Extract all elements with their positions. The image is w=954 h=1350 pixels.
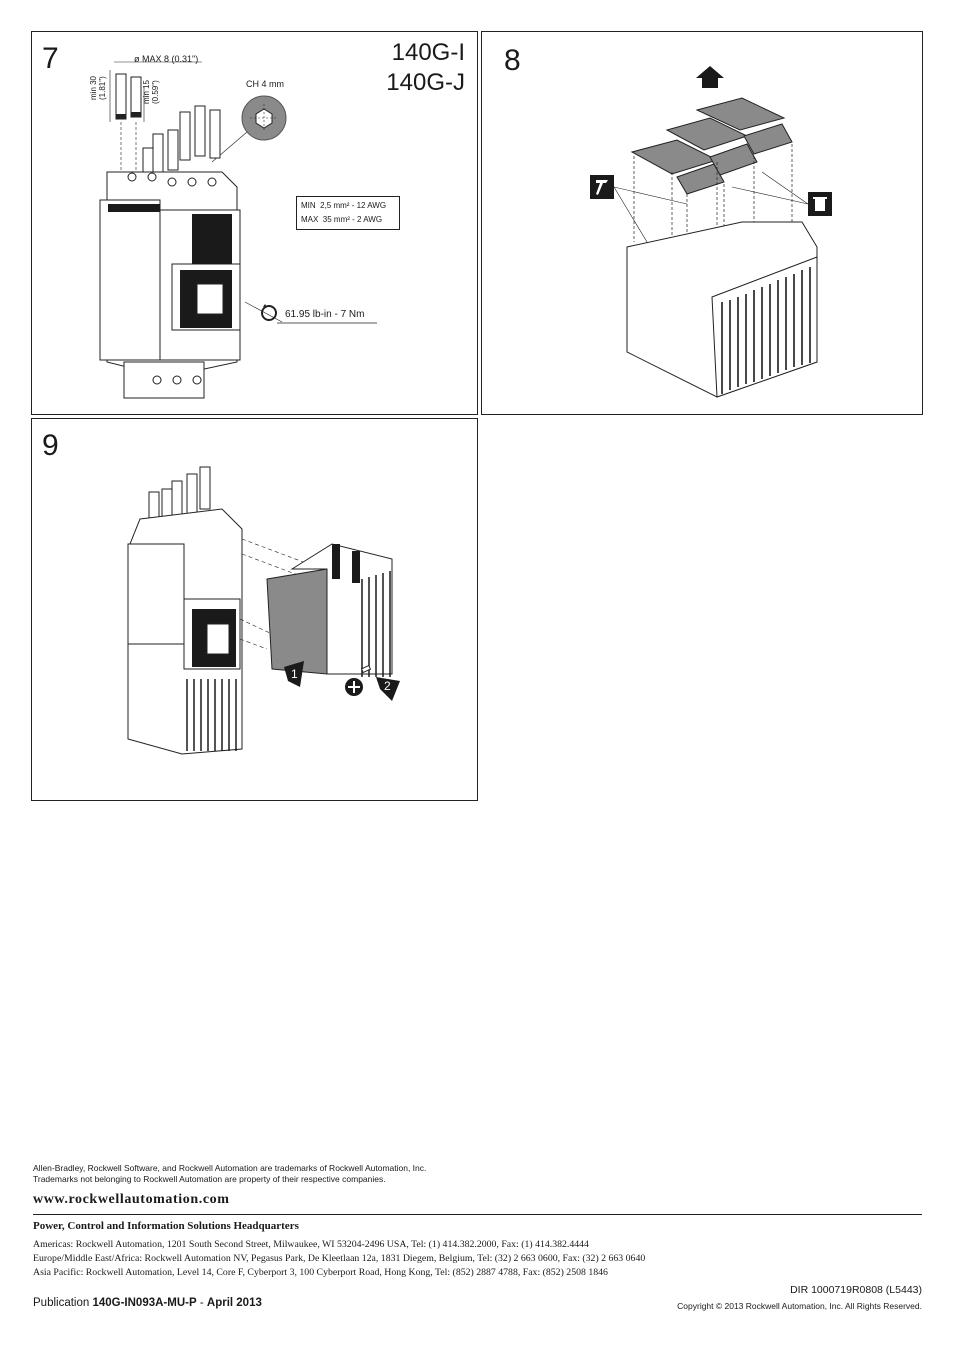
model-label: 140G-I 140G-J — [386, 38, 465, 98]
website-link[interactable]: www.rockwellautomation.com — [33, 1192, 230, 1207]
hex-socket-icon — [241, 95, 287, 141]
step-9-panel: 9 — [31, 418, 478, 801]
diameter-max-label: ø MAX 8 (0.31") — [134, 54, 199, 64]
step-number: 7 — [42, 42, 59, 75]
callout-1-label: 1 — [291, 667, 298, 681]
wire-min-label: MIN — [301, 201, 316, 210]
trash-icon — [808, 192, 832, 216]
arrow-up-icon — [696, 66, 724, 88]
terminal-cover-drawing — [590, 66, 832, 398]
publication-info: Publication 140G-IN093A-MU-P - April 201… — [33, 1297, 262, 1309]
wire-min-value: 2,5 mm² - 12 AWG — [320, 201, 387, 210]
step-7-panel: 7 140G-I 140G-J ø MAX 8 (0.31") min 30 (… — [31, 31, 478, 415]
model-line-2: 140G-J — [386, 69, 465, 96]
torque-icon — [261, 304, 277, 321]
trademark-line-2: Trademarks not belonging to Rockwell Aut… — [33, 1174, 386, 1184]
step-number: 8 — [504, 44, 521, 77]
step-8-panel: 8 — [481, 31, 923, 415]
step-number: 9 — [42, 429, 59, 462]
wire-max-row: MAX 35 mm² - 2 AWG — [301, 213, 395, 227]
trademark-notice: Allen-Bradley, Rockwell Software, and Ro… — [33, 1163, 426, 1185]
address-americas: Americas: Rockwell Automation, 1201 Sout… — [33, 1239, 589, 1250]
screwdriver-icon — [345, 678, 363, 696]
wire-min-row: MIN 2,5 mm² - 12 AWG — [301, 199, 395, 213]
hex-key-label: CH 4 mm — [246, 79, 284, 89]
dir-number: DIR 1000719R0808 (L5443) — [790, 1284, 922, 1296]
callout-2-label: 2 — [384, 679, 391, 693]
address-apac: Asia Pacific: Rockwell Automation, Level… — [33, 1267, 608, 1278]
cover-install-drawing — [127, 466, 400, 755]
address-block: Americas: Rockwell Automation, 1201 Sout… — [33, 1238, 645, 1280]
address-emea: Europe/Middle East/Africa: Rockwell Auto… — [33, 1253, 646, 1264]
footer-divider — [33, 1214, 922, 1215]
publication-date: April 2013 — [206, 1297, 262, 1309]
wire-size-table: MIN 2,5 mm² - 12 AWG MAX 35 mm² - 2 AWG — [296, 196, 400, 230]
wire-max-label: MAX — [301, 215, 319, 224]
callout-1-shape — [284, 661, 304, 687]
publication-separator: - — [199, 1297, 204, 1309]
hq-title: Power, Control and Information Solutions… — [33, 1220, 299, 1232]
wire-max-value: 35 mm² - 2 AWG — [322, 215, 383, 224]
publication-prefix: Publication — [33, 1297, 90, 1309]
trademark-line-1: Allen-Bradley, Rockwell Software, and Ro… — [33, 1163, 427, 1173]
model-line-1: 140G-I — [391, 39, 465, 66]
callout-2-shape — [376, 677, 400, 701]
copyright: Copyright © 2013 Rockwell Automation, In… — [677, 1301, 922, 1311]
screw-icon — [360, 664, 372, 674]
breaker-wiring-drawing — [99, 61, 377, 399]
torque-label: 61.95 lb-in - 7 Nm — [285, 309, 365, 320]
hammer-icon — [590, 175, 614, 199]
publication-number: 140G-IN093A-MU-P — [92, 1297, 197, 1309]
